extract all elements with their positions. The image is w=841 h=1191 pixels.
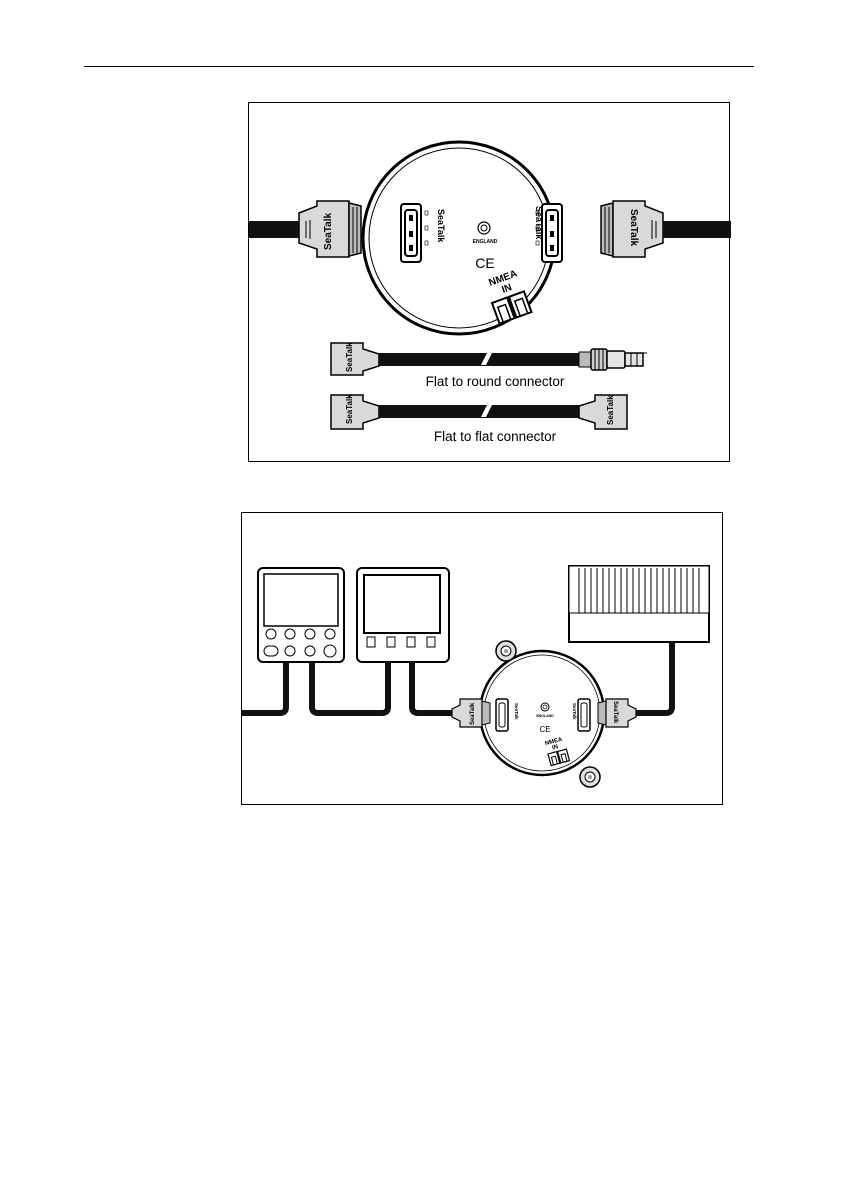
right-plug-label-small: SeaTalk bbox=[612, 701, 618, 724]
right-cable bbox=[663, 221, 731, 238]
mounting-screw-bottom bbox=[580, 767, 600, 787]
ce-mark: CE bbox=[475, 255, 494, 271]
mounting-screw-top bbox=[496, 641, 516, 661]
system-connection-diagram: SeaTalk SeaTalk ENGLAND CE NMEA IN SeaTa… bbox=[242, 513, 724, 806]
junction-box-diagram: SeaTalk SeaTalk ENGLAND CE bbox=[249, 103, 731, 463]
instrument-display-1 bbox=[258, 568, 344, 662]
flat-to-round-cable bbox=[331, 343, 647, 375]
right-socket-label: SeaTalk bbox=[534, 206, 544, 240]
left-plug-label-small: SeaTalk bbox=[470, 702, 476, 725]
cable2-left-plug-label: SeaTalk bbox=[345, 394, 354, 424]
junction-box-connectors-figure: SeaTalk SeaTalk ENGLAND CE bbox=[248, 102, 730, 462]
header-rule bbox=[84, 66, 754, 67]
left-socket-small bbox=[496, 699, 508, 731]
cable2-right-plug-label: SeaTalk bbox=[606, 395, 615, 425]
right-plug-label: SeaTalk bbox=[628, 209, 639, 246]
england-label-small: ENGLAND bbox=[536, 714, 554, 718]
flat-to-flat-cable bbox=[331, 395, 627, 429]
right-socket-small bbox=[578, 699, 590, 731]
system-connection-figure: SeaTalk SeaTalk ENGLAND CE NMEA IN SeaTa… bbox=[241, 512, 723, 805]
left-socket-label-small: SeaTalk bbox=[514, 703, 519, 720]
left-socket-label: SeaTalk bbox=[436, 209, 446, 243]
flat-to-flat-caption: Flat to flat connector bbox=[434, 429, 557, 444]
cable1-plug-label: SeaTalk bbox=[345, 342, 354, 372]
control-unit bbox=[569, 566, 709, 642]
ce-mark-small: CE bbox=[539, 725, 550, 734]
left-plug-label: SeaTalk bbox=[323, 213, 334, 250]
indicator-light bbox=[478, 222, 490, 234]
right-plug-small bbox=[598, 699, 650, 727]
left-cable bbox=[249, 221, 299, 238]
instrument-display-2 bbox=[357, 568, 449, 662]
indicator-light-small bbox=[541, 703, 549, 711]
right-socket-label-small: SeaTalk bbox=[572, 703, 577, 720]
england-label: ENGLAND bbox=[473, 239, 498, 245]
flat-to-round-caption: Flat to round connector bbox=[426, 374, 565, 389]
